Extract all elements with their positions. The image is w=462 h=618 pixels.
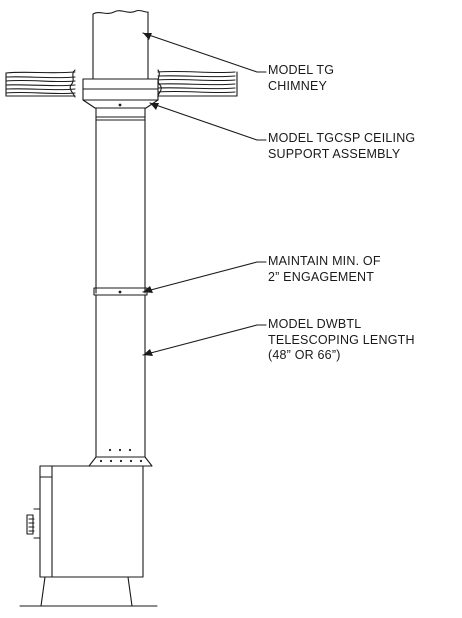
callout-line: (48” OR 66”)	[268, 348, 341, 362]
ceiling-joist-left	[5, 69, 76, 98]
callout-chimney: MODEL TG CHIMNEY	[268, 63, 334, 94]
callout-line: SUPPORT ASSEMBLY	[268, 146, 401, 161]
ceiling-support-assembly	[82, 78, 159, 109]
callout-line: TELESCOPING LENGTH	[268, 332, 415, 347]
callout-line: MODEL TGCSP CEILING	[268, 131, 416, 145]
leader-chimney	[142, 32, 267, 73]
tg-chimney	[92, 9, 149, 80]
callout-line: MAINTAIN MIN. OF	[268, 254, 381, 268]
rivets	[99, 103, 143, 463]
callout-line: MODEL DWBTL	[268, 317, 362, 331]
callout-ceiling-support: MODEL TGCSP CEILING SUPPORT ASSEMBLY	[268, 131, 415, 162]
telescoping-pipe	[88, 107, 153, 467]
callout-telescoping-length: MODEL DWBTL TELESCOPING LENGTH (48” OR 6…	[268, 317, 415, 364]
callout-engagement: MAINTAIN MIN. OF 2” ENGAGEMENT	[268, 254, 381, 285]
arrowheads	[143, 33, 159, 356]
callout-line: CHIMNEY	[268, 78, 328, 93]
callout-line: MODEL TG	[268, 63, 335, 77]
ceiling-joist-right	[157, 69, 238, 98]
leader-ceiling-support	[149, 102, 267, 141]
leader-telescoping	[142, 324, 267, 356]
leader-engagement	[142, 261, 267, 293]
callout-line: 2” ENGAGEMENT	[268, 269, 375, 284]
stove	[19, 465, 158, 607]
